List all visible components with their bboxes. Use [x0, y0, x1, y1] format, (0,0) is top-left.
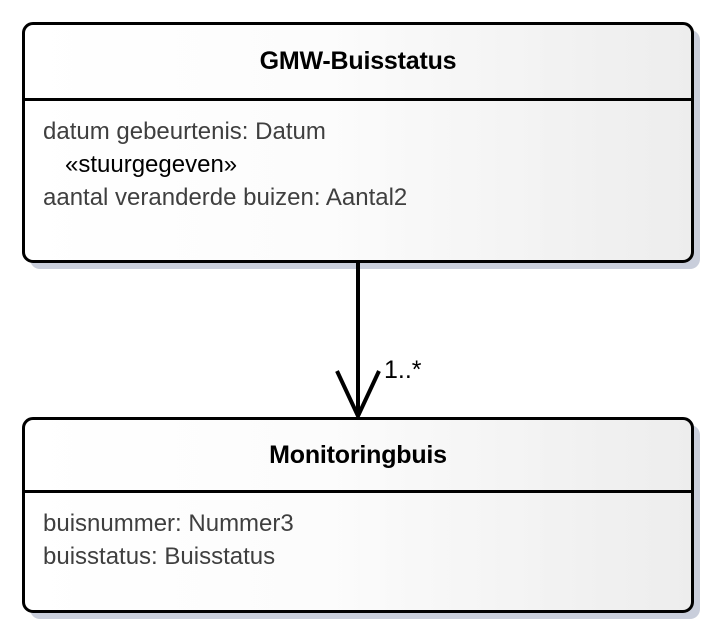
association-arrowhead-open-icon — [335, 370, 381, 421]
multiplicity-label-target: 1..* — [384, 356, 422, 384]
stereotype-label: «stuurgegeven» — [65, 151, 238, 179]
class-attributes-gmw-buisstatus: datum gebeurtenis: Datum «stuurgegeven» … — [25, 101, 691, 214]
class-attributes-monitoringbuis: buisnummer: Nummer3 buisstatus: Buisstat… — [25, 493, 691, 573]
class-header-gmw-buisstatus: GMW-Buisstatus — [25, 25, 691, 101]
class-header-monitoringbuis: Monitoringbuis — [25, 420, 691, 493]
class-box-gmw-buisstatus[interactable]: GMW-Buisstatus datum gebeurtenis: Datum … — [22, 22, 694, 263]
attribute-row: datum gebeurtenis: Datum — [43, 118, 326, 145]
attribute-row: buisstatus: Buisstatus — [43, 543, 276, 571]
attribute-row: buisnummer: Nummer3 — [43, 510, 294, 537]
class-name-gmw-buisstatus: GMW-Buisstatus — [259, 47, 457, 75]
class-box-monitoringbuis[interactable]: Monitoringbuis buisnummer: Nummer3 buiss… — [22, 417, 694, 613]
class-name-monitoringbuis: Monitoringbuis — [269, 440, 447, 469]
attribute-row: aantal veranderde buizen: Aantal2 — [43, 184, 408, 212]
